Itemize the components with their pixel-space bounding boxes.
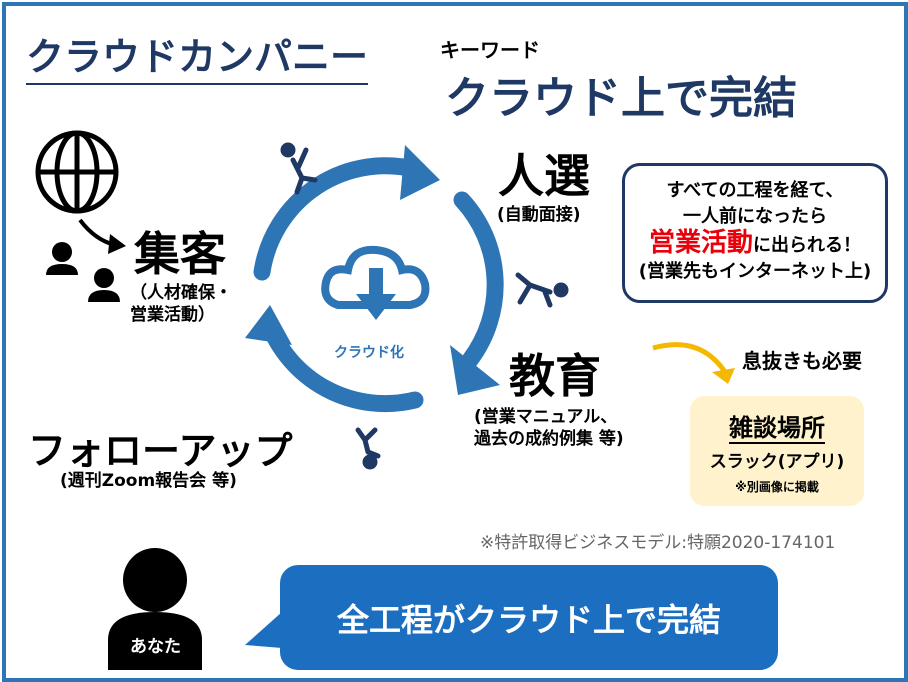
- zatsudan-title: 雑談場所: [729, 414, 825, 444]
- callout-highlight: 営業活動: [648, 228, 753, 258]
- runner-icon: [280, 142, 318, 195]
- callout-box: すべての工程を経て、 一人前になったら 営業活動に出られる！ (営業先もインター…: [622, 163, 888, 303]
- arrow-to-shukyaku-icon: [78, 218, 126, 254]
- callout-line1: すべての工程を経て、: [666, 180, 844, 201]
- arrowhead-bottom-icon: [245, 305, 292, 345]
- zatsudan-app: スラック(アプリ): [709, 452, 845, 472]
- step-shukyaku-sub: （人材確保・ 営業活動）: [130, 282, 232, 326]
- you-person-icon: [108, 548, 202, 670]
- step-shukyaku-sub2: 営業活動）: [130, 305, 215, 325]
- cloud-download-icon: [321, 245, 430, 320]
- keyword-main: クラウド上で完結: [445, 73, 797, 124]
- keyword-label: キーワード: [440, 38, 540, 62]
- arrowhead-right-icon: [450, 345, 500, 395]
- step-shukyaku-label: 集客: [134, 227, 226, 281]
- step-follow-sub: (週刊Zoom報告会 等): [60, 471, 237, 491]
- step-follow-label: フォローアップ: [28, 429, 293, 473]
- crawling-person-icon: [515, 272, 569, 308]
- cycle-arrow-top: [253, 157, 427, 281]
- callout-line4: (営業先もインターネット上): [638, 261, 872, 282]
- speech-bubble: 全工程がクラウド上で完結: [280, 565, 778, 670]
- step-kyouiku-sub2: 過去の成約例集 等): [474, 429, 624, 449]
- you-label: あなた: [130, 637, 181, 657]
- callout-line3: 営業活動に出られる！: [625, 230, 885, 259]
- zatsudan-note: ※別画像に掲載: [735, 480, 819, 494]
- cycle-arrow-bottom: [259, 313, 424, 413]
- globe-icon: [35, 130, 119, 214]
- bubble-tail: [245, 612, 282, 648]
- falling-person-icon: [355, 427, 381, 470]
- zatsudan-box: 雑談場所 スラック(アプリ) ※別画像に掲載: [690, 396, 864, 506]
- step-kyouiku-label: 教育: [509, 349, 601, 403]
- cycle-arrow-right: [453, 191, 504, 369]
- callout-line2: 一人前になったら: [683, 206, 827, 227]
- step-jinsen-label: 人選: [498, 149, 590, 203]
- callout-line3-rest: に出られる！: [753, 235, 861, 256]
- bubble-text: 全工程がクラウド上で完結: [336, 600, 721, 639]
- step-jinsen-sub: (自動面接): [497, 205, 581, 225]
- patent-note: ※特許取得ビジネスモデル:特願2020-174101: [480, 533, 836, 553]
- page-title: クラウドカンパニー: [26, 26, 369, 85]
- center-label: クラウド化: [334, 345, 404, 361]
- woman-icon: [88, 268, 120, 302]
- step-shukyaku-sub1: （人材確保・: [130, 283, 232, 303]
- step-kyouiku-sub1: (営業マニュアル、: [474, 407, 618, 427]
- cycle-arrows: [253, 157, 504, 413]
- arrowhead-top-icon: [400, 145, 440, 200]
- step-kyouiku-sub: (営業マニュアル、 過去の成約例集 等): [474, 406, 624, 450]
- break-note: 息抜きも必要: [742, 349, 862, 373]
- man-icon: [46, 242, 78, 275]
- yellow-arrow-icon: [652, 342, 735, 384]
